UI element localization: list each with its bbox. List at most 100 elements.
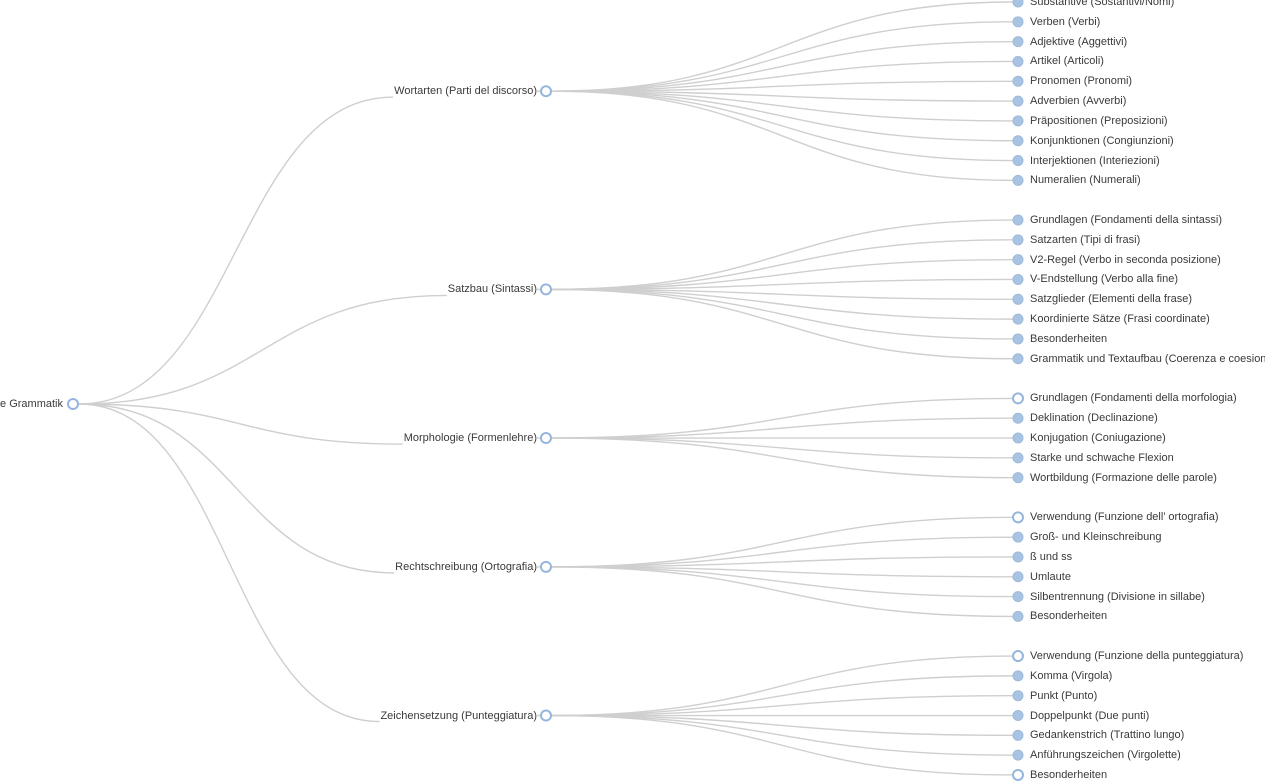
leaf-node-circle[interactable]: [1012, 174, 1024, 186]
leaf-node-label: Besonderheiten: [1030, 610, 1108, 623]
leaf-node-label: Silbentrennung (Divisione in sillabe): [1030, 590, 1205, 603]
leaf-node-label: Präpositionen (Preposizioni): [1030, 114, 1168, 127]
leaf-node-circle[interactable]: [1012, 710, 1024, 722]
leaf-node-circle[interactable]: [1012, 135, 1024, 147]
leaf-node-circle[interactable]: [1012, 432, 1024, 444]
leaf-node-circle[interactable]: [1012, 650, 1024, 663]
leaf-node-circle[interactable]: [1012, 571, 1024, 583]
leaf-node-circle[interactable]: [1012, 551, 1024, 563]
leaf-node-circle[interactable]: [1012, 412, 1024, 424]
leaf-node-label: Starke und schwache Flexion: [1030, 451, 1174, 464]
leaf-node-circle[interactable]: [1012, 234, 1024, 246]
leaf-node-label: Wortbildung (Formazione delle parole): [1030, 471, 1217, 484]
tree-link: [550, 397, 1014, 439]
leaf-node-label: Komma (Virgola): [1030, 669, 1113, 682]
leaf-node-label: Grundlagen (Fondamenti della morfologia): [1030, 392, 1237, 405]
leaf-node-label: Konjunktionen (Congiunzioni): [1030, 134, 1174, 147]
leaf-node-circle[interactable]: [1012, 511, 1024, 524]
tree-link: [550, 714, 1014, 776]
tree-link: [550, 516, 1014, 568]
tree-link: [550, 219, 1014, 291]
tree-link: [550, 21, 1014, 92]
tree-link: [550, 60, 1014, 92]
leaf-node-label: Satzarten (Tipi di frasi): [1030, 233, 1141, 246]
leaf-node-label: Besonderheiten: [1030, 332, 1108, 345]
leaf-node-label: ß und ss: [1030, 550, 1073, 563]
leaf-node-circle[interactable]: [1012, 610, 1024, 622]
tree-link: [550, 288, 1014, 320]
leaf-node-label: V2-Regel (Verbo in seconda posizione): [1030, 253, 1221, 266]
leaf-node-circle[interactable]: [1012, 95, 1024, 107]
leaf-node-circle[interactable]: [1012, 75, 1024, 87]
tree-link: [550, 278, 1014, 291]
leaf-node-circle[interactable]: [1012, 392, 1024, 405]
tree-link: [550, 437, 1014, 479]
leaf-node-circle[interactable]: [1012, 729, 1024, 741]
leaf-node-label: Doppelpunkt (Due punti): [1030, 709, 1150, 722]
tree-link: [550, 714, 1014, 737]
leaf-node-circle[interactable]: [1012, 333, 1024, 345]
tree-link: [550, 566, 1014, 598]
leaf-node-circle[interactable]: [1012, 353, 1024, 365]
leaf-node-circle[interactable]: [1012, 472, 1024, 484]
branch-node-label: Satzbau (Sintassi): [447, 283, 537, 296]
leaf-node-label: Verwendung (Funzione dell’ ortografia): [1030, 511, 1219, 524]
tree-link: [78, 294, 447, 405]
branch-node-circle[interactable]: [540, 432, 552, 445]
leaf-node-circle[interactable]: [1012, 273, 1024, 285]
leaf-node-circle[interactable]: [1012, 254, 1024, 266]
leaf-node-label: Verwendung (Funzione della punteggiatura…: [1030, 650, 1244, 663]
leaf-node-label: Verben (Verbi): [1030, 15, 1101, 28]
leaf-node-circle[interactable]: [1012, 0, 1024, 8]
leaf-node-circle[interactable]: [1012, 293, 1024, 305]
leaf-node-circle[interactable]: [1012, 214, 1024, 226]
leaf-node-circle[interactable]: [1012, 16, 1024, 28]
branch-node-label: Rechtschreibung (Ortografia): [395, 560, 537, 573]
leaf-node-label: Anführungszeichen (Virgolette): [1030, 749, 1181, 762]
branch-node-circle[interactable]: [540, 560, 552, 573]
branch-node-label: Morphologie (Formenlehre): [403, 432, 537, 445]
leaf-node-circle[interactable]: [1012, 531, 1024, 543]
tree-link: [550, 90, 1014, 102]
root-node-circle[interactable]: [67, 398, 79, 410]
leaf-node-label: Interjektionen (Interiezioni): [1030, 154, 1160, 167]
leaf-node-label: Adjektive (Aggettivi): [1030, 35, 1128, 48]
leaf-node-circle[interactable]: [1012, 115, 1024, 127]
tree-link: [550, 695, 1014, 717]
tree-link: [78, 403, 403, 445]
tree-link: [550, 566, 1014, 578]
tree-link: [550, 437, 1014, 459]
leaf-node-circle[interactable]: [1012, 452, 1024, 464]
leaf-node-label: Umlaute: [1030, 570, 1071, 583]
tree-link: [550, 417, 1014, 439]
leaf-node-label: Besonderheiten: [1030, 768, 1108, 781]
leaf-node-label: Gedankenstrich (Trattino lungo): [1030, 729, 1185, 742]
root-node-label: che Grammatik: [0, 398, 63, 410]
leaf-node-circle[interactable]: [1012, 36, 1024, 48]
leaf-node-label: Koordinierte Sätze (Frasi coordinate): [1030, 313, 1210, 326]
leaf-node-circle[interactable]: [1012, 55, 1024, 67]
leaf-node-label: Substantive (Sostantivi/Nomi): [1030, 0, 1175, 8]
tree-link: [550, 536, 1014, 568]
leaf-node-label: Groß- und Kleinschreibung: [1030, 531, 1162, 544]
tree-link: [550, 288, 1014, 300]
tree-link: [78, 96, 394, 405]
tree-link: [550, 90, 1014, 122]
leaf-node-circle[interactable]: [1012, 155, 1024, 167]
leaf-node-circle[interactable]: [1012, 749, 1024, 761]
tree-link: [550, 288, 1014, 340]
branch-node-circle[interactable]: [540, 283, 552, 296]
leaf-node-circle[interactable]: [1012, 670, 1024, 682]
tree-link: [550, 90, 1014, 142]
branch-node-circle[interactable]: [540, 85, 552, 98]
tree-link: [550, 258, 1014, 291]
branch-node-circle[interactable]: [540, 709, 552, 722]
tree-link: [550, 556, 1014, 568]
leaf-node-label: Grammatik und Textaufbau (Coerenza e coe…: [1030, 352, 1265, 365]
leaf-node-circle[interactable]: [1012, 591, 1024, 603]
leaf-node-circle[interactable]: [1012, 768, 1024, 781]
leaf-node-circle[interactable]: [1012, 690, 1024, 702]
leaf-node-circle[interactable]: [1012, 313, 1024, 325]
